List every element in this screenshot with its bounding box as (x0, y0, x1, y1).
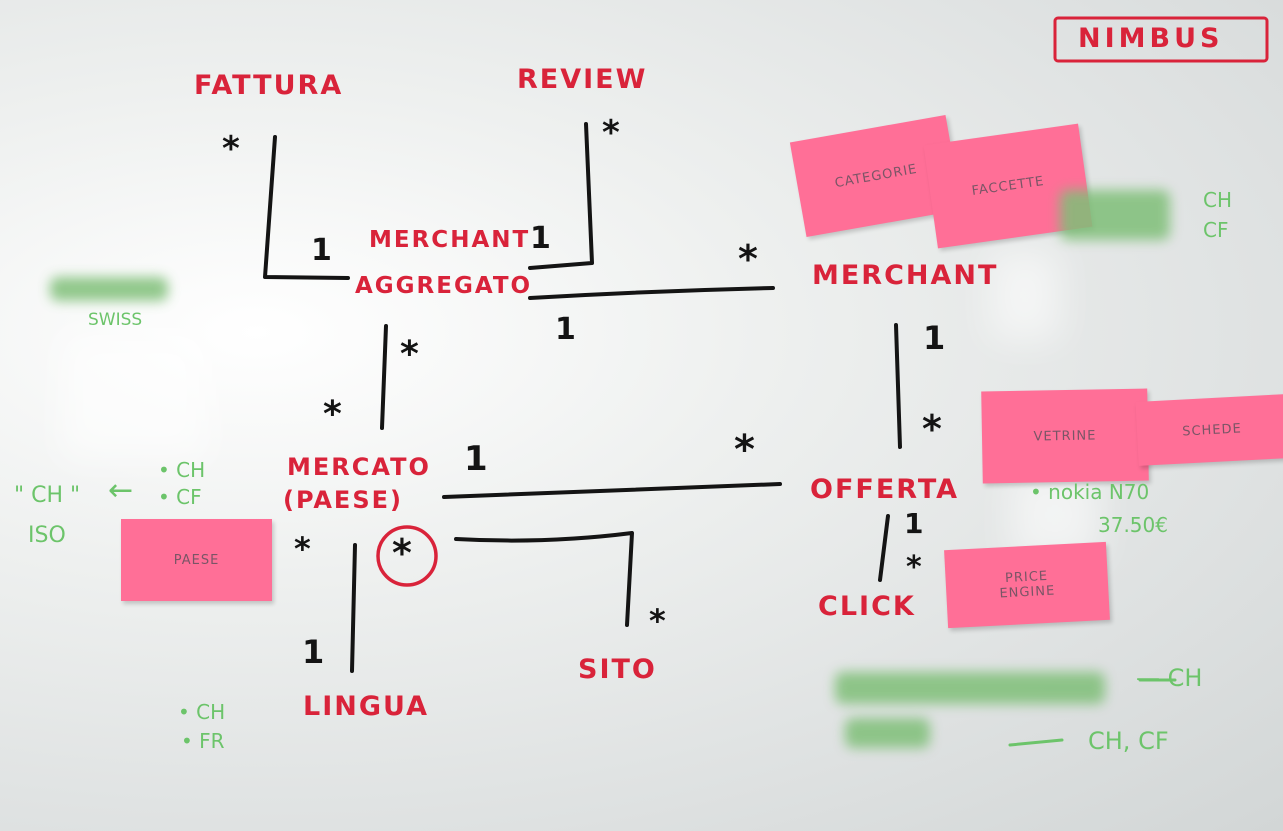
glare (990, 250, 1060, 340)
note-ch: • CH (178, 700, 226, 724)
entity-review: REVIEW (517, 64, 648, 95)
cardinality-many: * (649, 602, 666, 640)
entity-offerta: OFFERTA (810, 474, 960, 505)
circled-mark (376, 525, 438, 587)
entity-click: CLICK (818, 591, 916, 622)
board-title: NIMBUS (1078, 23, 1224, 54)
cardinality-one: 1 (464, 439, 488, 479)
note-ch: CH (1203, 188, 1233, 212)
entity-mercato-line2: (PAESE) (283, 486, 403, 514)
cardinality-many: * (922, 407, 942, 451)
blurred-note (835, 672, 1105, 704)
note-fr: • FR (181, 729, 225, 753)
merchant-offerta-line (894, 323, 902, 449)
arrow-left-icon: ← (108, 473, 134, 508)
sticky-note-price-engine: PRICE ENGINE (944, 541, 1110, 629)
entity-merchant-aggregato-line2: AGGREGATO (355, 273, 533, 299)
entity-fattura: FATTURA (194, 70, 344, 101)
offerta-click-line (878, 514, 890, 582)
entity-merchant-aggregato-line1: MERCHANT (369, 227, 531, 253)
sticky-note-paese: PAESE (121, 519, 272, 601)
note-iso: ISO (28, 523, 66, 548)
cardinality-one: 1 (555, 312, 576, 347)
sticky-note-vetrine: VETRINE (981, 388, 1149, 484)
glare (60, 330, 210, 460)
cardinality-one: 1 (923, 319, 946, 357)
cardinality-many: * (738, 237, 758, 281)
note-offer-price: 37.50€ (1098, 513, 1168, 537)
note-ch: — CH (1136, 664, 1203, 692)
entity-mercato-line1: MERCATO (287, 453, 431, 481)
cardinality-many: * (602, 113, 620, 153)
fattura-line (263, 135, 350, 280)
cardinality-many: * (323, 394, 342, 435)
review-line (528, 122, 594, 270)
cardinality-many: * (906, 550, 922, 585)
cardinality-many: * (400, 334, 419, 375)
cardinality-one: 1 (530, 221, 551, 256)
aggregato-merchant-line (528, 286, 775, 300)
sticky-note-schede: SCHEDE (1135, 394, 1283, 466)
cardinality-many: * (222, 129, 240, 169)
green-dash (1008, 738, 1064, 747)
note-swiss: SWISS (88, 310, 143, 330)
cardinality-one: 1 (311, 233, 332, 268)
note-cf: • CF (158, 485, 202, 509)
mercato-sito-line (454, 531, 634, 627)
blurred-note (50, 277, 168, 301)
entity-merchant: MERCHANT (812, 260, 999, 291)
title-frame (1053, 16, 1269, 63)
note-ch-cf: CH, CF (1088, 727, 1169, 755)
entity-lingua: LINGUA (303, 691, 429, 722)
aggregato-mercato-line (380, 324, 388, 430)
blurred-note (845, 718, 930, 748)
mercato-offerta-line (442, 482, 782, 499)
note-cf: CF (1203, 218, 1229, 242)
note-offer-example: • nokia N70 (1030, 480, 1150, 504)
cardinality-one: 1 (302, 633, 325, 671)
mercato-lingua-line (350, 543, 357, 673)
blurred-note (1060, 190, 1170, 240)
cardinality-many: * (392, 531, 412, 575)
cardinality-many: * (294, 530, 311, 568)
cardinality-many: * (734, 427, 755, 473)
note-ch: • CH (158, 458, 206, 482)
entity-sito: SITO (578, 654, 657, 685)
cardinality-one: 1 (904, 507, 924, 540)
note-quoted-ch: " CH " (14, 483, 81, 508)
